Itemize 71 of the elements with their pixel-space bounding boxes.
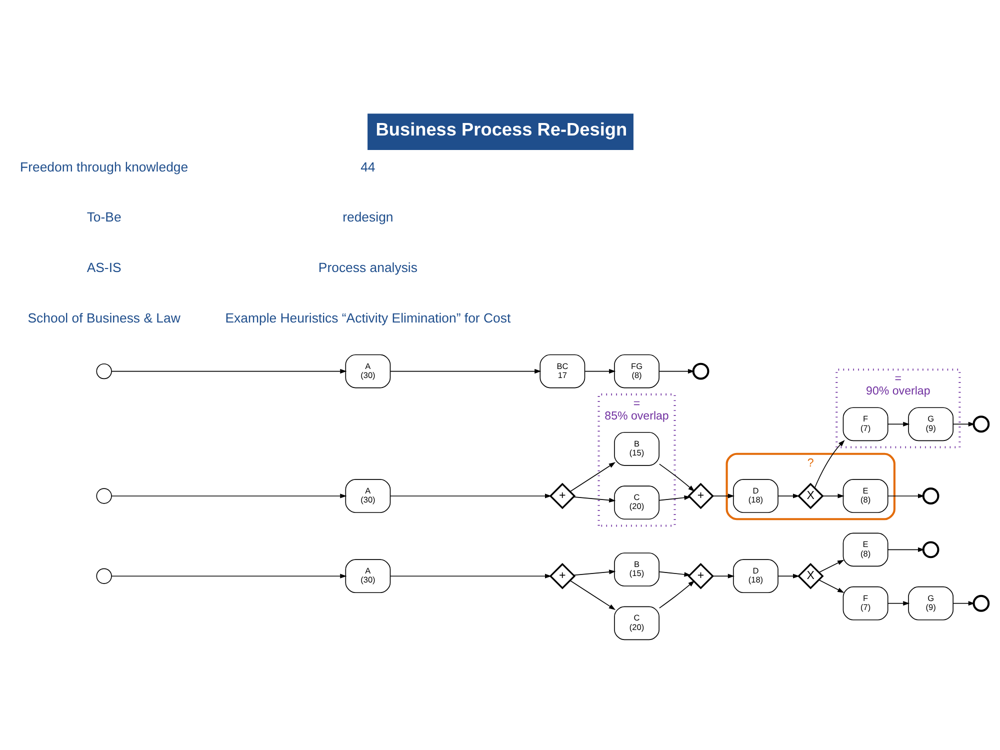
node-circle — [922, 488, 939, 504]
node-box: BC 17 — [539, 354, 585, 388]
node-box: B (15) — [614, 432, 659, 466]
arrow — [658, 464, 694, 492]
label: Freedom through knowledge — [20, 159, 188, 174]
arrow — [658, 571, 690, 577]
node-circle — [972, 594, 990, 612]
arrow — [572, 496, 616, 502]
node-diamond: + — [548, 562, 576, 590]
node-box: A (30) — [344, 479, 390, 513]
arrow — [886, 422, 910, 426]
node-box: C (20) — [614, 486, 659, 520]
label: Example Heuristics “Activity Elimination” for Cost — [224, 310, 510, 326]
node-circle — [96, 363, 112, 380]
arrow — [712, 494, 734, 498]
node-diamond: + — [548, 482, 576, 510]
node-diamond: X — [796, 482, 824, 510]
label: 44 — [360, 159, 375, 174]
arrow — [658, 580, 694, 608]
arrow — [110, 494, 346, 498]
node-circle — [692, 362, 709, 380]
label: AS-IS — [86, 260, 121, 276]
arrow — [818, 579, 844, 593]
node-box: A (30) — [344, 559, 390, 594]
arrow — [952, 422, 974, 426]
arrow — [569, 462, 616, 492]
node-box: D (18) — [732, 559, 778, 594]
node-box: FG (8) — [614, 354, 659, 388]
arrow — [814, 440, 844, 488]
label: Process analysis — [318, 260, 417, 276]
node-box: F (7) — [842, 586, 888, 620]
label: redesign — [342, 210, 393, 225]
node-box: E (8) — [842, 532, 888, 567]
node-label: 85% overlap — [604, 410, 668, 422]
arrow — [712, 574, 734, 578]
node-box: G (9) — [908, 586, 953, 620]
arrow — [818, 560, 844, 573]
arrow — [569, 580, 616, 610]
node-box: A (30) — [344, 354, 390, 388]
arrow — [777, 494, 800, 498]
arrow — [886, 601, 910, 606]
arrow — [390, 574, 552, 578]
node-circle — [96, 488, 112, 504]
arrow — [390, 494, 552, 498]
arrow — [658, 495, 690, 501]
diagram-title: Business Process Re-Design — [375, 120, 627, 140]
arrow — [886, 547, 924, 552]
arrow — [572, 570, 616, 576]
arrow — [390, 368, 541, 374]
node-circle — [96, 568, 112, 584]
arrow — [658, 368, 694, 374]
label: School of Business & Law — [27, 310, 180, 326]
label: To-Be — [86, 210, 121, 225]
node-box: F (7) — [842, 407, 888, 442]
arrow — [886, 494, 924, 498]
node-box: E (8) — [842, 479, 888, 513]
node-circle — [922, 541, 939, 558]
arrow — [822, 494, 844, 498]
node-label: ? — [806, 457, 814, 470]
arrow — [110, 574, 346, 578]
arrow — [584, 368, 616, 374]
node-box: G (9) — [908, 407, 953, 442]
arrow — [952, 601, 974, 606]
node-box: B (15) — [614, 552, 659, 586]
node-diamond: X — [796, 562, 824, 590]
arrow — [777, 574, 800, 578]
node-circle — [972, 416, 990, 433]
node-box: C (20) — [614, 606, 659, 640]
node-box: D (18) — [732, 479, 778, 513]
node-label: 90% overlap — [866, 386, 930, 398]
arrow — [110, 368, 346, 374]
